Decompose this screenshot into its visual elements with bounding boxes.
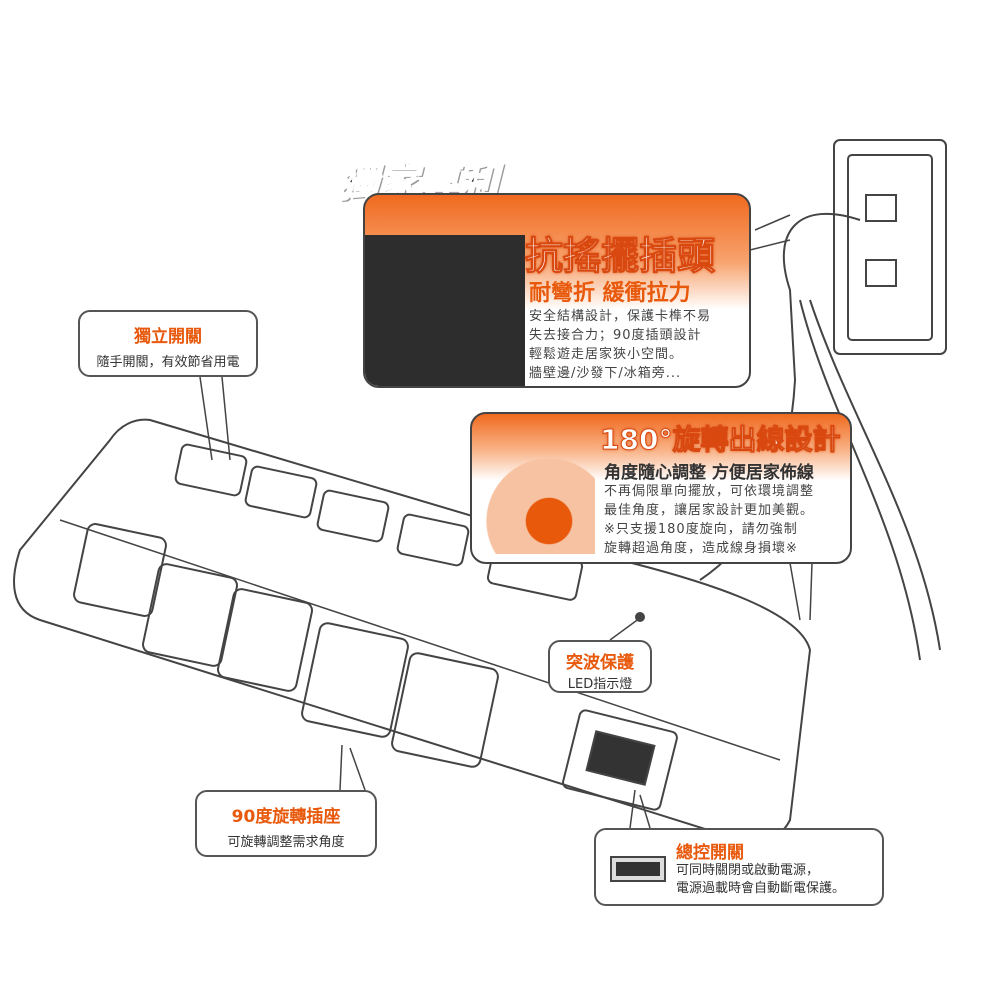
desc-line: 安全結構設計，保護卡榫不易 bbox=[529, 309, 712, 324]
rotate-desc: 不再侷限單向擺放，可依環境調整 最佳角度，讓居家設計更加美觀。 ※只支援180度… bbox=[604, 482, 814, 558]
desc-line: 不再侷限單向擺放，可依環境調整 bbox=[604, 484, 815, 499]
surge-desc: LED指示燈 bbox=[567, 677, 633, 692]
master-switch-icon bbox=[610, 856, 666, 882]
socket-title: 90度旋轉插座 bbox=[231, 807, 341, 827]
rotating-sockets bbox=[73, 523, 499, 768]
desc-line: 最佳角度，讓居家設計更加美觀。 bbox=[604, 503, 815, 518]
desc-line: 電源過載時會自動斷電保護。 bbox=[676, 881, 846, 896]
plug-photo bbox=[365, 235, 525, 386]
plug-subtitle: 耐彎折 緩衝拉力 bbox=[529, 281, 691, 306]
master-switch-shape bbox=[562, 709, 678, 811]
switch-desc: 隨手開關，有效節省用電 bbox=[96, 355, 240, 370]
rotate-subtitle: 角度隨心調整 方便居家佈線 bbox=[604, 463, 814, 483]
rotate-photo bbox=[480, 444, 595, 554]
socket-callout: 90度旋轉插座 可旋轉調整需求角度 bbox=[195, 790, 377, 857]
rotate-title: 180°旋轉出線設計 bbox=[599, 423, 841, 457]
surge-title: 突波保護 bbox=[566, 653, 634, 673]
master-desc: 可同時關閉或啟動電源， 電源過載時會自動斷電保護。 bbox=[676, 862, 845, 898]
desc-line: ※只支援180度旋向，請勿強制 bbox=[604, 522, 798, 537]
plug-desc: 安全結構設計，保護卡榫不易 失去接合力；90度插頭設計 輕鬆遊走居家狹小空間。 … bbox=[529, 307, 711, 383]
socket-desc: 可旋轉調整需求角度 bbox=[227, 835, 345, 850]
wall-outlet bbox=[833, 139, 947, 355]
plug-title: 抗搖擺插頭 bbox=[524, 234, 716, 279]
desc-line: 可同時關閉或啟動電源， bbox=[676, 863, 820, 878]
master-callout: 總控開關 可同時關閉或啟動電源， 電源過載時會自動斷電保護。 bbox=[594, 828, 884, 906]
master-title: 總控開關 bbox=[676, 843, 744, 863]
desc-line: 牆壁邊/沙發下/冰箱旁... bbox=[529, 366, 682, 381]
switch-callout: 獨立開關 隨手開關，有效節省用電 bbox=[78, 310, 258, 377]
rotate-callout: 180°旋轉出線設計 角度隨心調整 方便居家佈線 不再侷限單向擺放，可依環境調整… bbox=[470, 412, 852, 564]
plug-callout: 抗搖擺插頭 耐彎折 緩衝拉力 安全結構設計，保護卡榫不易 失去接合力；90度插頭… bbox=[363, 193, 751, 388]
surge-callout: 突波保護 LED指示燈 bbox=[548, 640, 652, 693]
switch-title: 獨立開關 bbox=[134, 327, 202, 347]
desc-line: 失去接合力；90度插頭設計 bbox=[529, 328, 702, 343]
desc-line: 輕鬆遊走居家狹小空間。 bbox=[529, 347, 684, 362]
desc-line: 旋轉超過角度，造成線身損壞※ bbox=[604, 541, 798, 556]
